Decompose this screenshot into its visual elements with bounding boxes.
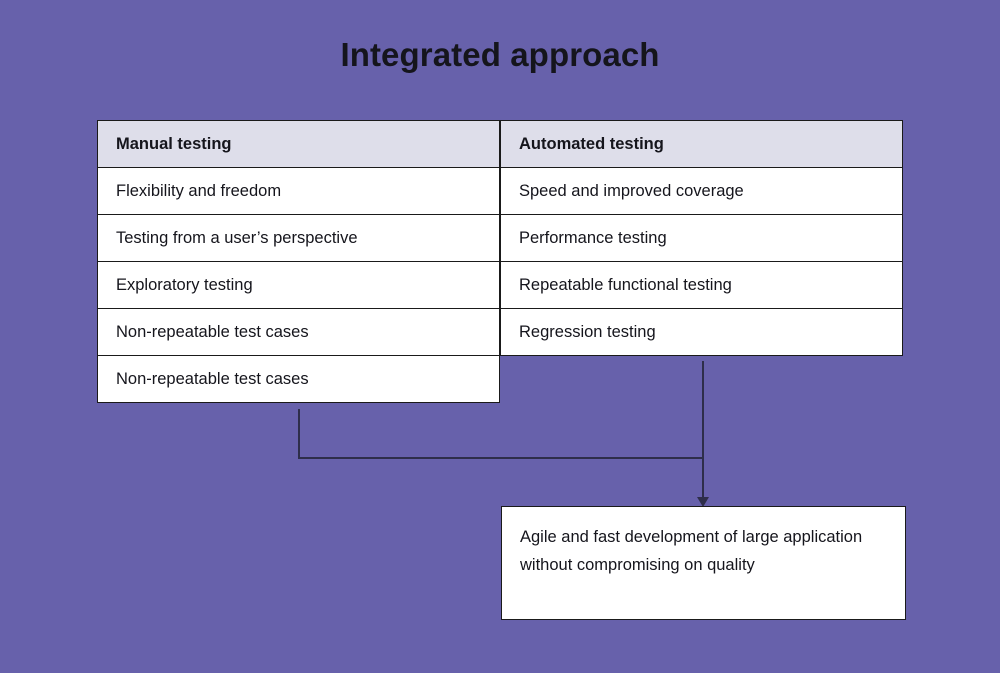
arrow-down-icon — [697, 497, 709, 507]
table-row: Regression testing — [500, 308, 903, 356]
table-row: Non-repeatable test cases — [97, 308, 500, 356]
table-row: Performance testing — [500, 214, 903, 262]
connector-line-from-manual-column — [298, 409, 300, 459]
column-header-manual-testing: Manual testing — [97, 120, 500, 168]
table-row: Non-repeatable test cases — [97, 355, 500, 403]
table-row: Speed and improved coverage — [500, 167, 903, 215]
column-automated-testing: Automated testing Speed and improved cov… — [500, 120, 903, 356]
result-box: Agile and fast development of large appl… — [501, 506, 906, 620]
table-row: Flexibility and freedom — [97, 167, 500, 215]
table-row: Testing from a user’s perspective — [97, 214, 500, 262]
table-row: Repeatable functional testing — [500, 261, 903, 309]
connector-line-horizontal-merge — [298, 457, 704, 459]
column-manual-testing: Manual testing Flexibility and freedom T… — [97, 120, 500, 403]
table-row: Exploratory testing — [97, 261, 500, 309]
connector-line-from-automated-column — [702, 361, 704, 501]
column-header-automated-testing: Automated testing — [500, 120, 903, 168]
comparison-table: Manual testing Flexibility and freedom T… — [97, 120, 903, 410]
page-title: Integrated approach — [340, 36, 660, 73]
